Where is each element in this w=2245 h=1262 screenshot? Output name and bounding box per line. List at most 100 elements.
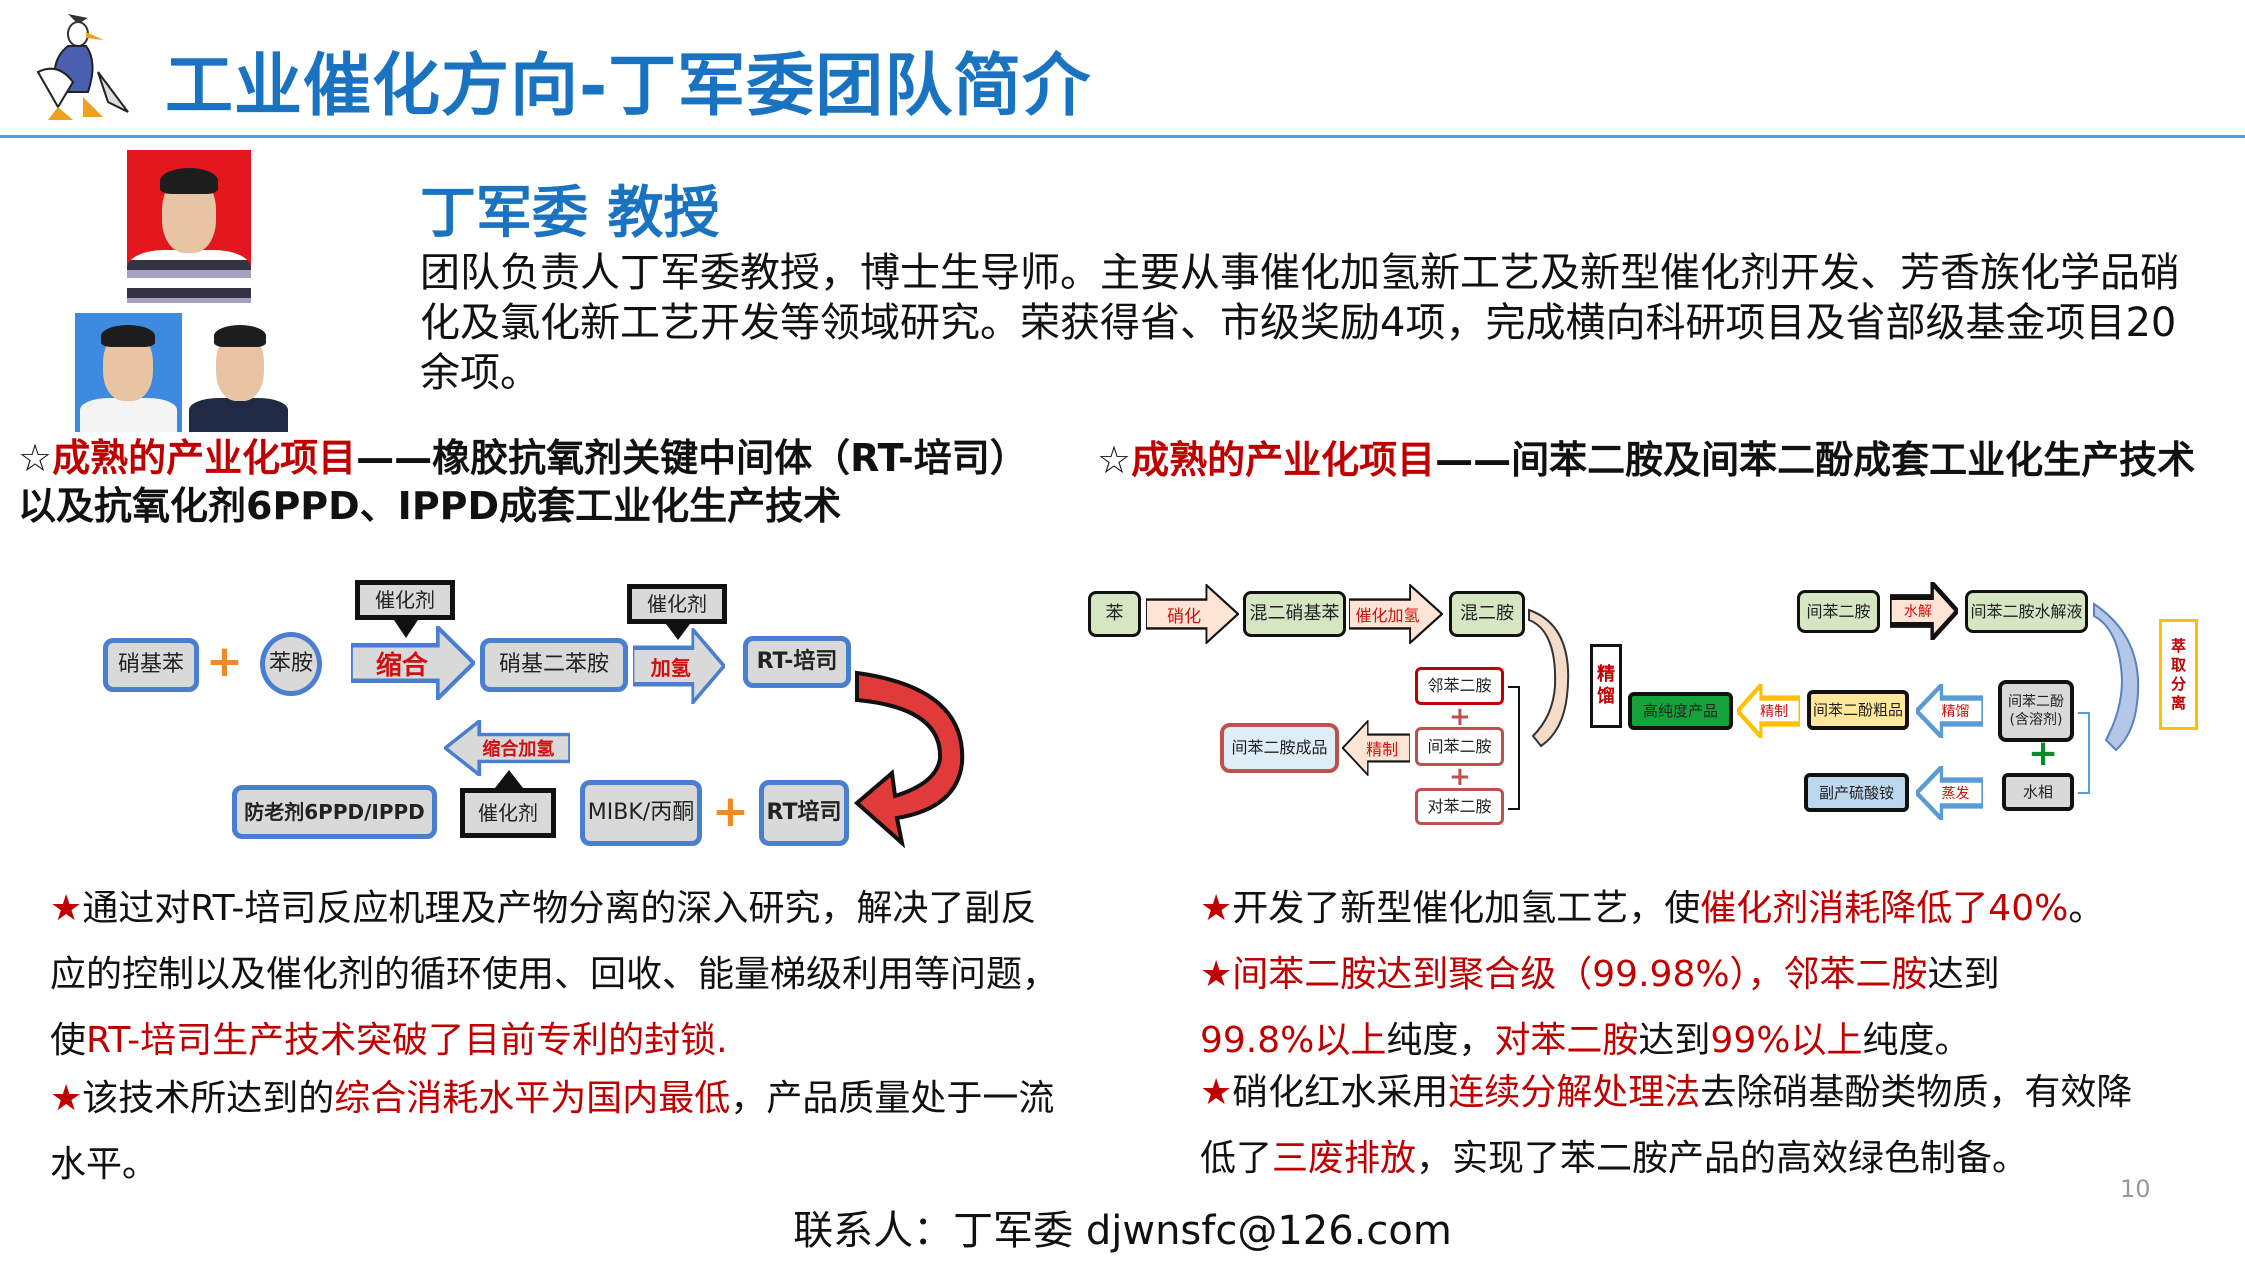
bullet-highlight: 99.8%以上: [1200, 1020, 1387, 1061]
heading-highlight: 成熟的产业化项目: [52, 436, 357, 480]
bullet-text: 硝化红水采用: [1232, 1072, 1449, 1113]
node-mibk-acetone: MIBK/丙酮: [580, 780, 702, 846]
photo-member-1: [75, 313, 182, 432]
right-bullet-1: ★开发了新型催化加氢工艺，使催化剂消耗降低了40%。: [1200, 876, 2200, 942]
callout-pointer-icon: [394, 620, 418, 638]
curved-arrow-icon: [1527, 606, 1579, 756]
arrow-condense-hydrogenate: 缩合加氢: [444, 720, 570, 776]
bullet-text: 该技术所达到的: [82, 1078, 335, 1119]
callout-catalyst-2: 催化剂: [627, 584, 727, 624]
left-project-heading: ☆成熟的产业化项目——橡胶抗氧剂关键中间体（RT-培司）以及抗氧化剂6PPD、I…: [18, 434, 1058, 530]
arrow-distill-blue: 精馏: [1916, 684, 1983, 738]
node-opd: 邻苯二胺: [1415, 667, 1504, 705]
arrow-label: 催化加氢: [1355, 606, 1420, 625]
arrow-catalytic-hydrogenation: 催化加氢: [1349, 584, 1443, 644]
university-mascot-logo: [28, 12, 136, 124]
bracket-line: [1508, 686, 1520, 810]
node-mpd-middle: 间苯二胺: [1415, 727, 1504, 766]
plus-icon: +: [1449, 702, 1471, 732]
node-aniline: 苯胺: [260, 632, 322, 696]
heading-text: ——间苯二胺及间苯二酚成套工业化生产技术: [1435, 438, 2196, 482]
heading-highlight: 成熟的产业化项目: [1131, 438, 1436, 482]
star-icon: ★: [1200, 1072, 1233, 1113]
bullet-text: ，产品质量处于一流水平。: [50, 1078, 1055, 1185]
bullet-highlight: 综合消耗水平为国内最低: [334, 1078, 731, 1119]
bullet-text: 达到: [1638, 1020, 1711, 1061]
star-icon: ★: [1200, 888, 1233, 929]
plus-icon: +: [712, 786, 749, 837]
arrow-hydrogenate: 加氢: [633, 628, 725, 704]
node-high-purity-product: 高纯度产品: [1628, 692, 1733, 730]
arrow-label: 加氢: [650, 655, 691, 680]
arrow-evaporate: 蒸发: [1916, 766, 1983, 820]
node-rt-peisi-2: RT培司: [759, 780, 849, 846]
node-resorcinol-crude: 间苯二酚粗品: [1807, 690, 1909, 730]
star-icon: ★: [1200, 954, 1233, 995]
bullet-highlight: 连续分解处理法: [1448, 1072, 1701, 1113]
bullet-text: 达到: [1927, 954, 2000, 995]
bullet-text: ，实现了苯二胺产品的高效绿色制备。: [1416, 1138, 2029, 1179]
node-mpd-finished-product: 间苯二胺成品: [1220, 723, 1339, 773]
arrow-label: 蒸发: [1941, 786, 1970, 802]
node-resorcinol-with-solvent: 间苯二酚(含溶剂): [1998, 680, 2074, 742]
label-distill: 精馏: [1590, 644, 1622, 728]
left-bullet-1: ★通过对RT-培司反应机理及产物分离的深入研究，解决了副反应的控制以及催化剂的循…: [50, 876, 1060, 1074]
arrow-condense: 缩合: [351, 626, 475, 700]
bullet-highlight: 三废排放: [1272, 1138, 1417, 1179]
callout-pointer-up-icon: [495, 770, 523, 788]
bullet-text: 纯度。: [1862, 1020, 1971, 1061]
plus-icon: +: [1449, 762, 1471, 792]
heading-text: ——橡胶抗氧剂关键中间体（RT-培司）以及抗氧化剂6PPD、IPPD成套工业化生…: [18, 436, 1028, 528]
arrow-refine-yellow: 精制: [1737, 684, 1800, 738]
arrow-label: 缩合: [375, 650, 428, 681]
bullet-highlight: RT-培司生产技术突破了目前专利的封锁.: [86, 1020, 728, 1061]
right-bullet-2: ★间苯二胺达到聚合级（99.98%），邻苯二胺达到99.8%以上纯度，对苯二胺达…: [1200, 942, 2100, 1074]
node-ammonium-sulfate: 副产硫酸铵: [1804, 773, 1909, 812]
star-icon: ★: [50, 1078, 83, 1119]
node-water-phase: 水相: [2002, 773, 2074, 811]
label-extraction-separation: 萃取分离: [2159, 619, 2198, 730]
arrow-label: 硝化: [1167, 606, 1202, 627]
arrow-refine: 精制: [1342, 720, 1410, 776]
page-title: 工业催化方向-丁军委团队简介: [165, 47, 1092, 126]
arrow-hydrolysis: 水解: [1890, 582, 1958, 640]
left-bullet-2: ★该技术所达到的综合消耗水平为国内最低，产品质量处于一流水平。: [50, 1066, 1060, 1198]
page-number: 10: [2120, 1175, 2151, 1203]
node-mixed-diamine: 混二胺: [1449, 591, 1525, 637]
plus-icon: +: [206, 636, 243, 687]
bracket-line: [2078, 712, 2090, 794]
bullet-highlight: 催化剂消耗降低了40%: [1700, 888, 2069, 929]
bullet-text: 。: [2068, 888, 2105, 929]
node-antioxidant-6ppd-ippd: 防老剂6PPD/IPPD: [232, 785, 437, 839]
star-outline-icon: ☆: [18, 436, 53, 480]
bullet-text: 开发了新型催化加氢工艺，使: [1232, 888, 1701, 929]
node-rt-peisi: RT-培司: [743, 636, 851, 688]
bullet-highlight: 99%以上: [1710, 1020, 1863, 1061]
contact-footer: 联系人：丁军委 djwnsfc@126.com: [793, 1208, 1452, 1254]
photo-member-2: [184, 313, 293, 432]
plus-icon: +: [2028, 733, 2059, 774]
bullet-text: 通过对RT-培司反应机理及产物分离的深入研究，解决了副反应的控制以及催化剂的循环…: [50, 888, 1059, 1061]
photo-professor: [127, 150, 251, 303]
arrow-label: 水解: [1903, 604, 1932, 620]
bullet-text: 去除硝基酚类物质，有效降低了: [1200, 1072, 2133, 1179]
node-benzene: 苯: [1088, 591, 1141, 637]
header-divider: [0, 135, 2245, 138]
node-mpd-top: 间苯二胺: [1797, 590, 1880, 633]
callout-pointer-icon: [666, 624, 690, 640]
arrow-label: 缩合加氢: [482, 739, 555, 760]
node-mixed-dinitrobenzene: 混二硝基苯: [1243, 591, 1346, 637]
curved-red-arrow-icon: [852, 668, 972, 849]
arrow-nitration: 硝化: [1146, 584, 1239, 644]
team-intro: 团队负责人丁军委教授，博士生导师。主要从事催化加氢新工艺及新型催化剂开发、芳香族…: [420, 250, 2180, 396]
star-icon: ★: [50, 888, 83, 929]
bullet-highlight: 对苯二胺: [1494, 1020, 1639, 1061]
callout-catalyst-3: 催化剂: [460, 788, 556, 838]
arrow-label: 精馏: [1941, 704, 1970, 720]
right-bullet-3: ★硝化红水采用连续分解处理法去除硝基酚类物质，有效降低了三废排放，实现了苯二胺产…: [1200, 1060, 2160, 1192]
node-ppd: 对苯二胺: [1415, 788, 1504, 825]
curved-blue-arrow-icon: [2092, 600, 2150, 760]
bullet-text: 纯度，: [1386, 1020, 1495, 1061]
callout-catalyst-1: 催化剂: [355, 580, 455, 620]
bullet-highlight: 间苯二胺达到聚合级（99.98%），邻苯二胺: [1232, 954, 1928, 995]
